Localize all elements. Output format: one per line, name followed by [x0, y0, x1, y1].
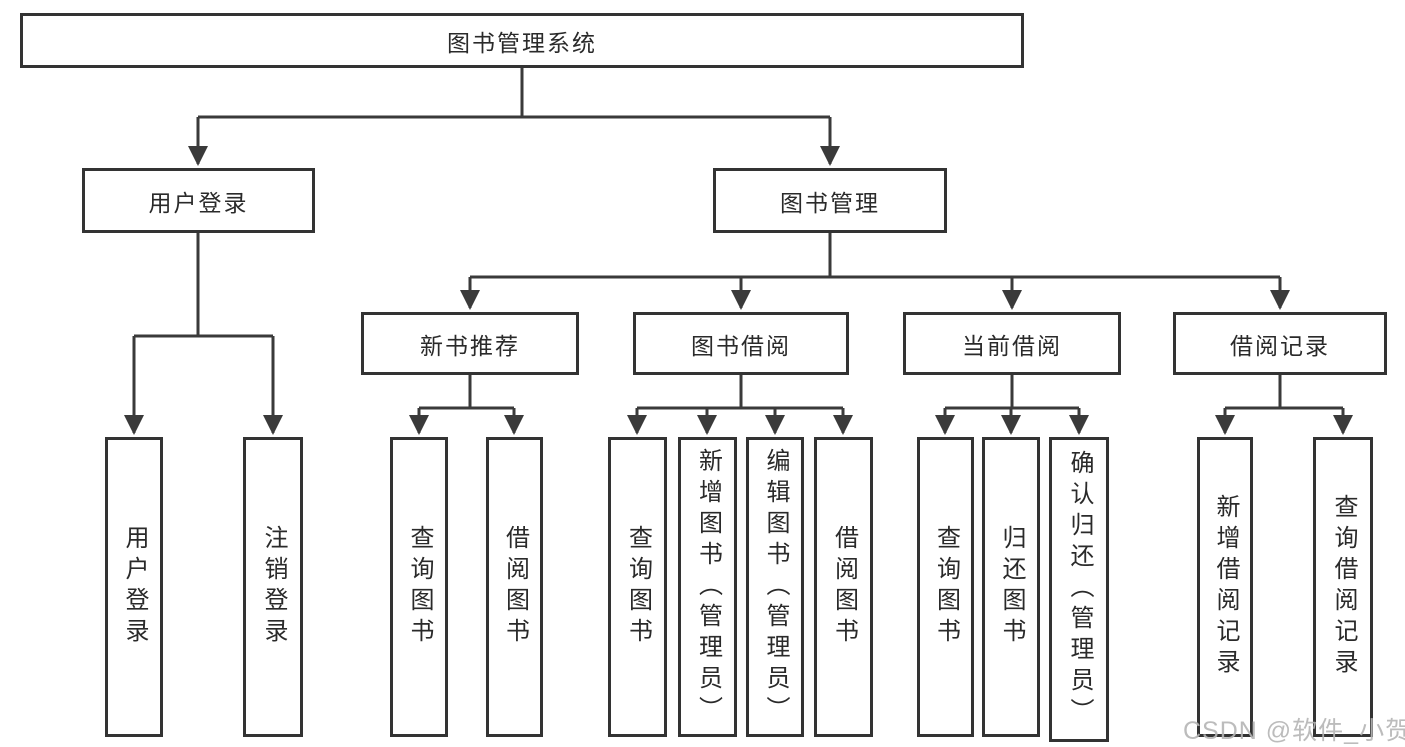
connector-current-borrowing-branch	[935, 375, 1089, 435]
node-return-book: 归还图书	[982, 437, 1040, 737]
node-edit-book-admin: 编辑图书（管理员）	[746, 437, 804, 737]
node-book-borrowing: 图书借阅	[633, 312, 849, 375]
node-borrow-books-leaf: 借阅图书	[814, 437, 873, 737]
connector-book-borrowing-branch	[627, 375, 853, 435]
node-user-login-branch: 用户登录	[82, 168, 315, 233]
node-book-management: 图书管理	[713, 168, 947, 233]
node-borrow-books-rec: 借阅图书	[486, 437, 543, 737]
connector-book-mgmt-to-level3	[460, 233, 1290, 310]
node-add-book-admin: 新增图书（管理员）	[678, 437, 737, 737]
node-current-borrowing: 当前借阅	[903, 312, 1121, 375]
node-logout: 注销登录	[243, 437, 303, 737]
connector-new-book-rec-branch	[409, 375, 524, 435]
node-user-login-leaf: 用户登录	[105, 437, 163, 737]
node-book-management-system: 图书管理系统	[20, 13, 1024, 68]
node-query-books-current: 查询图书	[917, 437, 974, 737]
watermark: CSDN @软件_小贺同学	[1183, 717, 1405, 745]
connector-user-login-branch	[124, 233, 283, 435]
connector-borrowing-records-branch	[1215, 375, 1353, 435]
node-query-books-rec: 查询图书	[390, 437, 448, 737]
node-query-books-borrowing: 查询图书	[608, 437, 667, 737]
node-new-book-recommendation: 新书推荐	[361, 312, 579, 375]
node-borrowing-records: 借阅记录	[1173, 312, 1387, 375]
connector-root-to-level2	[188, 68, 840, 166]
node-query-borrowing-record: 查询借阅记录	[1313, 437, 1373, 737]
node-add-borrowing-record: 新增借阅记录	[1197, 437, 1253, 737]
node-confirm-return-admin: 确认归还（管理员）	[1049, 437, 1109, 742]
